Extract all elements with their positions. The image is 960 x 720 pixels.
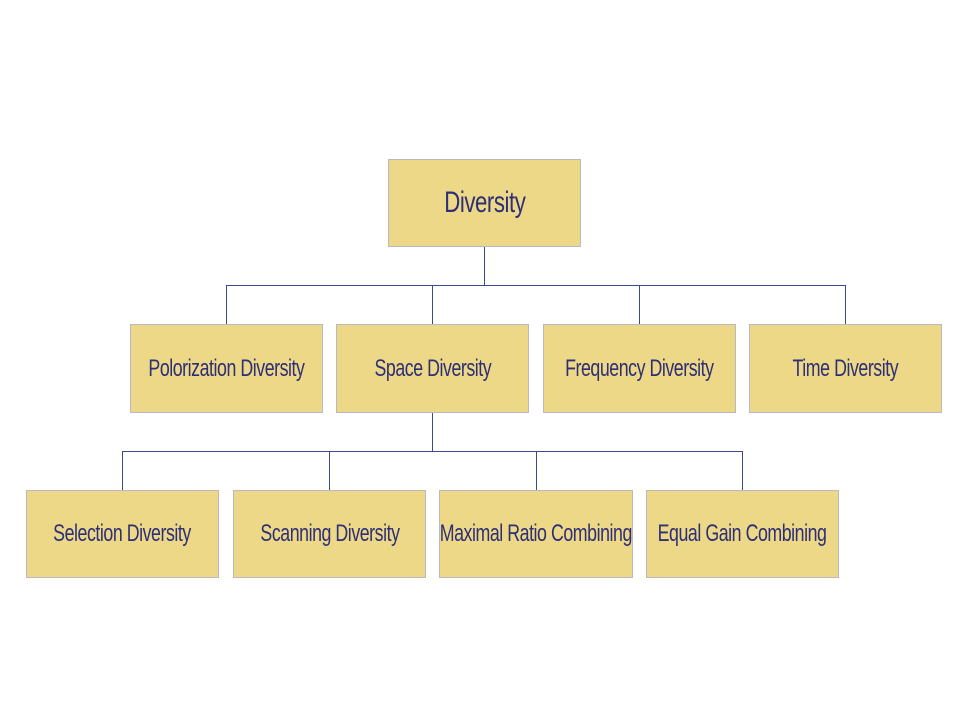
node-equal-gain-combining: Equal Gain Combining bbox=[646, 490, 839, 578]
connector-to-equal-gain bbox=[742, 451, 743, 491]
connector-to-selection bbox=[122, 451, 123, 491]
connector-level1-bar bbox=[226, 285, 846, 286]
node-time-diversity: Time Diversity bbox=[749, 324, 942, 413]
node-label: Equal Gain Combining bbox=[658, 520, 827, 547]
connector-space-down bbox=[432, 412, 433, 452]
node-frequency-diversity: Frequency Diversity bbox=[543, 324, 736, 413]
connector-to-polorization bbox=[226, 285, 227, 325]
node-label: Diversity bbox=[443, 186, 526, 219]
connector-root-down bbox=[484, 246, 485, 286]
node-label: Maximal Ratio Combining bbox=[439, 520, 633, 547]
node-label: Scanning Diversity bbox=[259, 520, 400, 547]
node-label: Time Diversity bbox=[792, 354, 899, 382]
node-scanning-diversity: Scanning Diversity bbox=[233, 490, 426, 578]
node-maximal-ratio-combining: Maximal Ratio Combining bbox=[439, 490, 633, 578]
connector-to-time bbox=[845, 285, 846, 325]
node-selection-diversity: Selection Diversity bbox=[26, 490, 219, 578]
node-diversity: Diversity bbox=[388, 159, 581, 247]
connector-to-scanning bbox=[329, 451, 330, 491]
node-label: Space Diversity bbox=[374, 354, 491, 382]
connector-to-space bbox=[432, 285, 433, 325]
node-label: Selection Diversity bbox=[53, 520, 192, 547]
node-space-diversity: Space Diversity bbox=[336, 324, 529, 413]
node-polorization-diversity: Polorization Diversity bbox=[130, 324, 323, 413]
connector-level2-bar bbox=[122, 451, 743, 452]
connector-to-frequency bbox=[639, 285, 640, 325]
node-label: Polorization Diversity bbox=[148, 354, 305, 382]
connector-to-maximal-ratio bbox=[536, 451, 537, 491]
node-label: Frequency Diversity bbox=[565, 354, 714, 382]
